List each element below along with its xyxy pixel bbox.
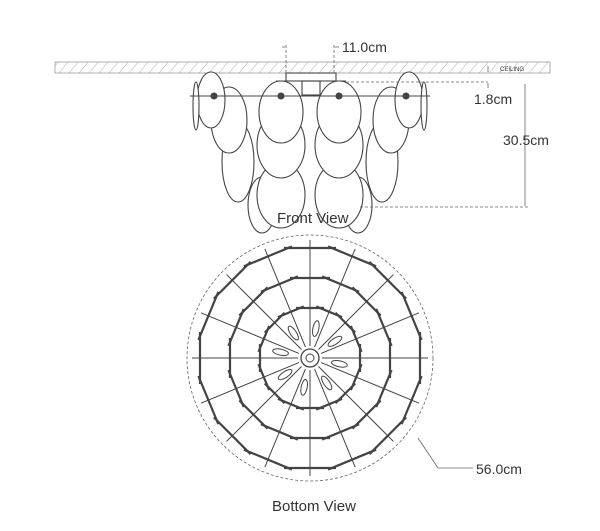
- disc-edge: [197, 375, 220, 425]
- glass-disc: [258, 80, 304, 144]
- radial-arm: [226, 366, 302, 442]
- glass-disc: [316, 80, 362, 144]
- disc-edge: [400, 375, 423, 425]
- disc-edge: [368, 261, 407, 300]
- disc-edge: [213, 416, 252, 455]
- bottom-view-fixture: [186, 234, 434, 482]
- ceiling: CEILING: [54, 61, 551, 74]
- bulb: [300, 379, 308, 396]
- disc-edge: [327, 448, 377, 471]
- radial-arm: [264, 248, 306, 348]
- radial-arm: [318, 274, 394, 350]
- disc-edge: [197, 291, 220, 341]
- glass-disc: [394, 71, 424, 129]
- glass-disc: [192, 81, 200, 131]
- radial-arm: [318, 366, 394, 442]
- bulb: [287, 325, 299, 341]
- bulb: [321, 375, 333, 391]
- front-view-title: Front View: [277, 210, 349, 227]
- diameter-dimension: [417, 437, 473, 469]
- front-view-fixture: [190, 71, 430, 234]
- disc-edge: [243, 245, 293, 268]
- front-dimensions: [282, 45, 530, 208]
- bulb: [331, 360, 348, 368]
- glass-disc: [420, 81, 428, 131]
- bulb: [277, 369, 293, 381]
- disc-edge: [368, 416, 407, 455]
- radial-arm: [320, 312, 420, 354]
- radial-arm: [314, 368, 356, 468]
- bulb: [312, 320, 320, 337]
- canopy-height-label: 1.8cm: [474, 91, 512, 107]
- radial-arm: [226, 274, 302, 350]
- disc-edge: [349, 325, 363, 353]
- radial-arm: [200, 312, 300, 354]
- disc-edge: [400, 291, 423, 341]
- glass-disc: [196, 71, 226, 129]
- disc-edge: [375, 308, 393, 347]
- disc-edge: [213, 261, 252, 300]
- ceiling-label: CEILING: [500, 67, 524, 73]
- disc-edge: [327, 245, 377, 268]
- disc-edge: [243, 448, 293, 471]
- canopy-width-label: 11.0cm: [342, 39, 387, 55]
- bulb: [272, 348, 289, 356]
- radial-arm: [314, 248, 356, 348]
- radial-arm: [320, 362, 420, 404]
- bulb: [327, 335, 343, 347]
- bottom-view-title: Bottom View: [272, 498, 356, 515]
- radial-arm: [264, 368, 306, 468]
- total-height-label: 30.5cm: [503, 132, 549, 148]
- radial-arm: [200, 362, 300, 404]
- diameter-label: 56.0cm: [476, 461, 522, 477]
